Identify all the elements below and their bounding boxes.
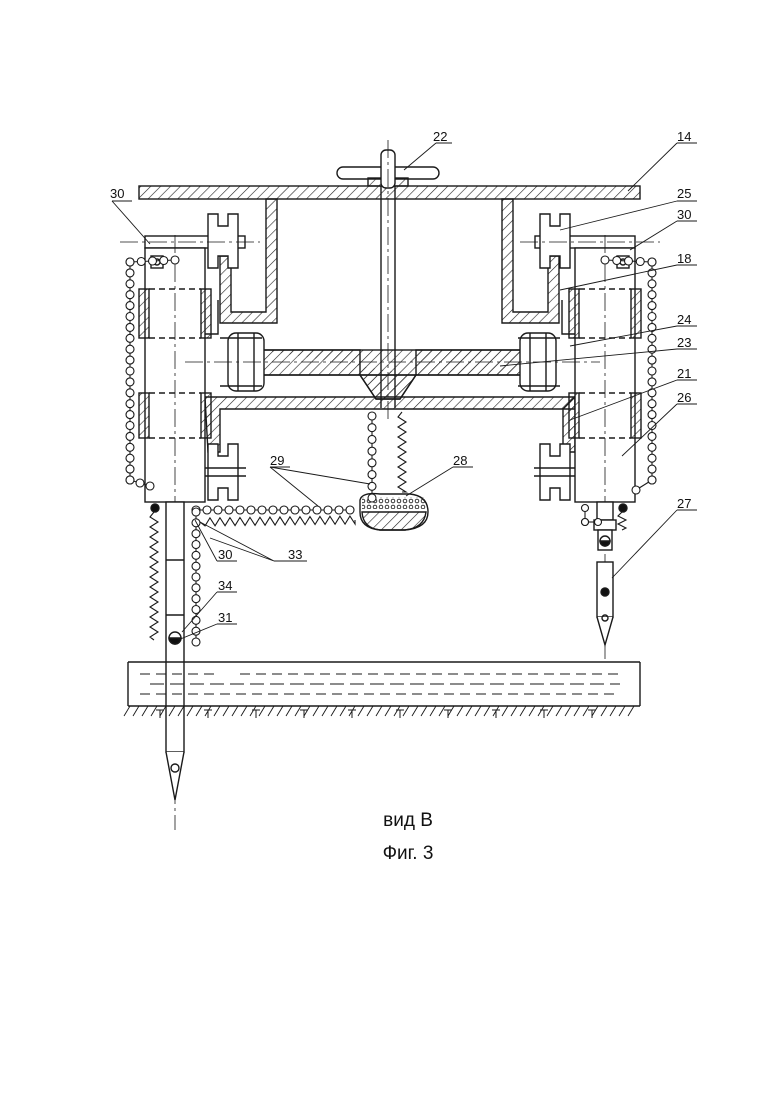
label-30-left-bottom: 30 xyxy=(218,547,232,562)
horizontal-chain xyxy=(192,506,354,514)
left-bottom-pulley xyxy=(204,444,246,500)
horizontal-spring xyxy=(200,516,355,526)
right-probe-spring xyxy=(618,512,626,530)
ground-layer xyxy=(128,662,640,706)
left-pivot xyxy=(151,504,159,512)
ground-hatching xyxy=(124,706,634,716)
label-30-left-top: 30 xyxy=(110,186,124,201)
label-25: 25 xyxy=(677,186,691,201)
right-pivot xyxy=(619,504,627,512)
label-34: 34 xyxy=(218,578,232,593)
left-probe-chain xyxy=(192,508,200,646)
label-18: 18 xyxy=(677,251,691,266)
label-23: 23 xyxy=(677,335,691,350)
label-14: 14 xyxy=(677,129,691,144)
label-29: 29 xyxy=(270,453,284,468)
label-33: 33 xyxy=(288,547,302,562)
label-22: 22 xyxy=(433,129,447,144)
view-caption: вид В xyxy=(18,810,780,832)
weight-spring xyxy=(398,412,406,492)
figure-caption: Фиг. 3 xyxy=(18,843,780,865)
label-27: 27 xyxy=(677,496,691,511)
label-30-right-top: 30 xyxy=(677,207,691,222)
label-24: 24 xyxy=(677,312,691,327)
label-21: 21 xyxy=(677,366,691,381)
label-28: 28 xyxy=(453,453,467,468)
right-bottom-pulley xyxy=(534,444,576,500)
left-probe-spring xyxy=(150,512,158,640)
label-26: 26 xyxy=(677,390,691,405)
left-probe xyxy=(166,502,184,800)
weight-chain xyxy=(368,412,376,502)
lower-frame xyxy=(205,397,575,452)
label-31: 31 xyxy=(218,610,232,625)
